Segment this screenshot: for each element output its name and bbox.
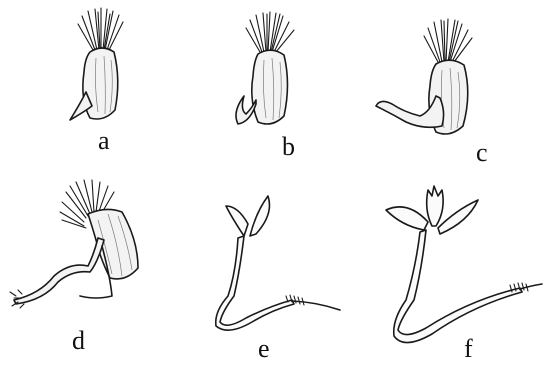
stage-c-pappus <box>424 19 472 62</box>
panel-label-f: f <box>464 336 473 362</box>
stage-f-drawing <box>386 186 542 343</box>
stage-b-drawing <box>236 12 294 124</box>
panel-label-b: b <box>282 134 295 160</box>
stage-a-drawing <box>70 8 123 120</box>
stage-e-cotyledon-left <box>226 206 248 236</box>
panel-label-d: d <box>72 328 85 354</box>
stage-d-drawing <box>10 180 138 308</box>
stage-d-hypocotyl <box>14 238 104 304</box>
stage-d-seed <box>88 209 138 278</box>
stage-e-drawing <box>216 196 340 330</box>
panel-label-a: a <box>98 128 110 154</box>
panel-label-e: e <box>258 336 270 362</box>
stage-f-stem <box>394 230 522 343</box>
stage-f-true-leaf <box>427 186 443 226</box>
stage-e-cotyledon-right <box>250 196 270 236</box>
stage-c-drawing <box>376 19 472 134</box>
stage-a-pappus <box>78 8 123 50</box>
stage-f-cotyledon-right <box>438 200 478 234</box>
stage-c-radicle <box>376 96 444 127</box>
stage-f-cotyledon-left <box>386 207 428 230</box>
stage-e-stem <box>216 236 294 330</box>
stage-b-pappus <box>246 12 294 52</box>
panel-label-c: c <box>476 140 488 166</box>
stage-b-seed <box>252 50 288 124</box>
